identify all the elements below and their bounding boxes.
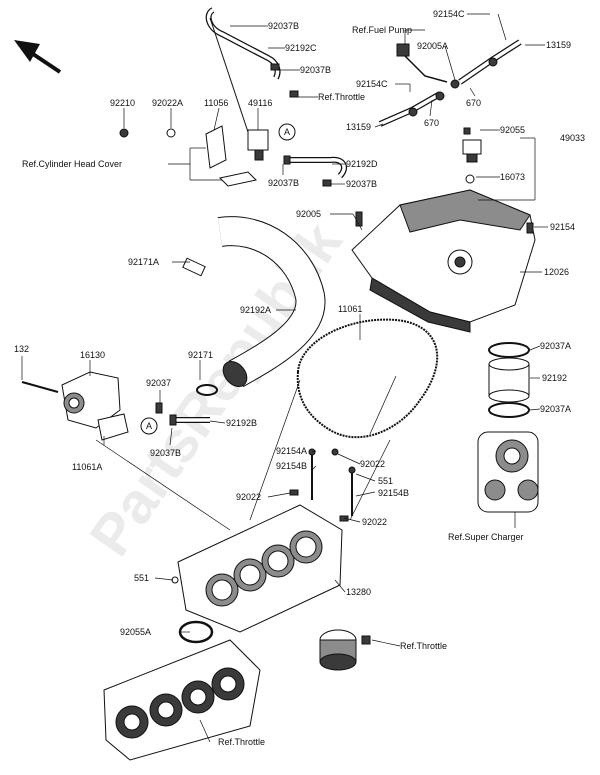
label-92022a: 92022A bbox=[152, 98, 183, 108]
label-16130: 16130 bbox=[80, 350, 105, 360]
fuel-line-13159-upper bbox=[396, 39, 522, 89]
gasket-11061 bbox=[296, 318, 439, 439]
label-670-b: 670 bbox=[424, 118, 439, 128]
label-16073: 16073 bbox=[500, 172, 525, 182]
label-49033: 49033 bbox=[560, 133, 585, 143]
clamp-92037a-upper bbox=[488, 342, 530, 358]
callout-a-lower-label: A bbox=[146, 421, 152, 431]
label-ref-cylinder-head-cover: Ref.Cylinder Head Cover bbox=[22, 159, 122, 169]
label-92022-a: 92022 bbox=[360, 459, 385, 469]
label-ref-super-charger: Ref.Super Charger bbox=[448, 532, 524, 542]
part-labels: 92037B 92192C 92037B Ref.Throttle Ref.Fu… bbox=[14, 9, 585, 747]
label-92037b-d: 92037B bbox=[346, 179, 377, 189]
label-13159-a: 13159 bbox=[546, 40, 571, 50]
label-92154c-a: 92154C bbox=[433, 9, 465, 19]
clamp-92171 bbox=[196, 384, 218, 396]
label-92037a-a: 92037A bbox=[540, 341, 571, 351]
intake-duct-92192a bbox=[182, 216, 326, 388]
direction-arrow-icon bbox=[14, 40, 62, 74]
label-92022-c: 92022 bbox=[362, 517, 387, 527]
label-92154b-b: 92154B bbox=[378, 488, 409, 498]
label-92055: 92055 bbox=[500, 125, 525, 135]
label-ref-fuel-pump: Ref.Fuel Pump bbox=[352, 25, 412, 35]
bolts-hardware bbox=[171, 448, 356, 584]
intake-plate-13280 bbox=[177, 504, 343, 633]
breather-hose-92192c bbox=[205, 7, 299, 139]
inlet-pipe-16130 bbox=[21, 371, 129, 441]
clamp-92037a-lower bbox=[488, 402, 530, 418]
label-13159-b: 13159 bbox=[346, 122, 371, 132]
label-92154b-a: 92154B bbox=[276, 461, 307, 471]
leader-lines bbox=[21, 13, 548, 743]
air-cleaner-housing-12026 bbox=[351, 189, 536, 333]
label-92154c-b: 92154C bbox=[356, 79, 388, 89]
super-charger bbox=[477, 431, 539, 513]
label-13280: 13280 bbox=[346, 587, 371, 597]
label-92154a: 92154A bbox=[276, 446, 307, 456]
label-92037: 92037 bbox=[146, 378, 171, 388]
label-551-a: 551 bbox=[378, 476, 393, 486]
label-11061: 11061 bbox=[338, 304, 362, 314]
label-92037b-a: 92037B bbox=[268, 21, 299, 31]
label-670-a: 670 bbox=[466, 98, 481, 108]
hose-92192 bbox=[488, 357, 530, 403]
label-92210: 92210 bbox=[110, 98, 135, 108]
label-12026: 12026 bbox=[544, 267, 569, 277]
label-92192: 92192 bbox=[542, 373, 567, 383]
label-92192c: 92192C bbox=[285, 43, 317, 53]
label-92154: 92154 bbox=[550, 222, 575, 232]
label-132: 132 bbox=[14, 344, 29, 354]
breather-bracket-11056 bbox=[119, 125, 258, 187]
label-ref-throttle-bottom: Ref.Throttle bbox=[218, 737, 265, 747]
label-92037b-e: 92037B bbox=[150, 448, 181, 458]
label-92005a: 92005A bbox=[417, 41, 448, 51]
hose-92192b bbox=[155, 402, 210, 426]
label-92055a: 92055A bbox=[120, 627, 151, 637]
throttle-boot bbox=[319, 629, 371, 671]
label-92192d: 92192D bbox=[346, 159, 378, 169]
label-92192b: 92192B bbox=[226, 418, 257, 428]
label-92022-b: 92022 bbox=[236, 492, 261, 502]
label-92171a: 92171A bbox=[128, 257, 159, 267]
sensor-49033 bbox=[462, 127, 482, 184]
fuel-line-13159-lower bbox=[378, 91, 445, 127]
label-11061a: 11061A bbox=[72, 462, 102, 472]
breather-valve-49116 bbox=[247, 129, 269, 161]
label-ref-throttle-top: Ref.Throttle bbox=[318, 92, 365, 102]
callout-a-upper: A bbox=[278, 123, 296, 141]
label-92171: 92171 bbox=[188, 350, 213, 360]
label-92037b-c: 92037B bbox=[268, 178, 299, 188]
label-ref-throttle-mid: Ref.Throttle bbox=[400, 641, 447, 651]
callout-a-upper-label: A bbox=[284, 127, 290, 137]
throttle-body bbox=[103, 639, 261, 761]
callout-a-lower: A bbox=[140, 417, 158, 435]
label-49116: 49116 bbox=[248, 98, 272, 108]
label-11056: 11056 bbox=[204, 98, 228, 108]
label-92005: 92005 bbox=[296, 209, 321, 219]
label-92037b-b: 92037B bbox=[300, 65, 331, 75]
breather-hose-92192d bbox=[283, 155, 348, 187]
label-92192a: 92192A bbox=[240, 305, 271, 315]
label-551-b: 551 bbox=[134, 573, 149, 583]
label-92037a-b: 92037A bbox=[540, 404, 571, 414]
